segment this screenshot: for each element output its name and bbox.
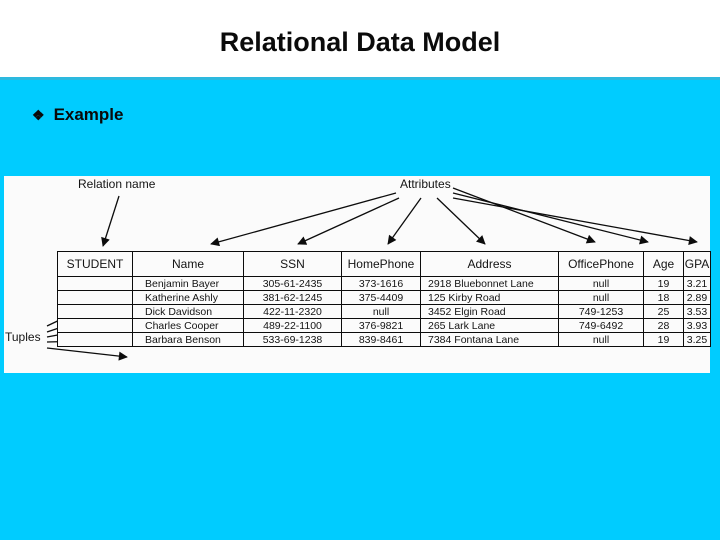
relation-name-cell: STUDENT [57, 251, 133, 277]
column-header-age: Age [643, 251, 684, 277]
cell-gpa: 2.89 [683, 290, 711, 305]
cell-address: 265 Lark Lane [420, 318, 559, 333]
cell-name: Barbara Benson [132, 332, 244, 347]
cell-gpa: 3.21 [683, 276, 711, 291]
cell-ssn: 489-22-1100 [243, 318, 342, 333]
spacer-cell [57, 318, 133, 333]
relation-name-label: Relation name [78, 177, 156, 191]
cell-officephone: null [558, 332, 644, 347]
attributes-label: Attributes [400, 177, 451, 191]
cell-name: Katherine Ashly [132, 290, 244, 305]
cell-homephone: null [341, 304, 421, 319]
cell-address: 7384 Fontana Lane [420, 332, 559, 347]
spacer-cell [57, 276, 133, 291]
cell-name: Dick Davidson [132, 304, 244, 319]
column-header-name: Name [132, 251, 244, 277]
cell-address: 2918 Bluebonnet Lane [420, 276, 559, 291]
cell-gpa: 3.93 [683, 318, 711, 333]
column-header-address: Address [420, 251, 559, 277]
cell-name: Charles Cooper [132, 318, 244, 333]
cell-ssn: 381-62-1245 [243, 290, 342, 305]
cell-gpa: 3.53 [683, 304, 711, 319]
cell-age: 28 [643, 318, 684, 333]
tuples-label: Tuples [5, 330, 41, 344]
cell-ssn: 533-69-1238 [243, 332, 342, 347]
cell-homephone: 839-8461 [341, 332, 421, 347]
cell-gpa: 3.25 [683, 332, 711, 347]
bullet-label: Example [53, 105, 124, 124]
spacer-cell [57, 304, 133, 319]
cell-ssn: 422-11-2320 [243, 304, 342, 319]
bullet-line: ❖ Example [32, 105, 124, 125]
cell-officephone: null [558, 290, 644, 305]
spacer-cell [57, 290, 133, 305]
cell-homephone: 375-4409 [341, 290, 421, 305]
column-header-gpa: GPA [683, 251, 711, 277]
column-header-officephone: OfficePhone [558, 251, 644, 277]
cell-name: Benjamin Bayer [132, 276, 244, 291]
cell-age: 18 [643, 290, 684, 305]
cell-officephone: 749-1253 [558, 304, 644, 319]
column-header-homephone: HomePhone [341, 251, 421, 277]
cell-officephone: null [558, 276, 644, 291]
cell-officephone: 749-6492 [558, 318, 644, 333]
slide-title: Relational Data Model [219, 27, 501, 57]
cell-age: 19 [643, 332, 684, 347]
cell-ssn: 305-61-2435 [243, 276, 342, 291]
cell-address: 125 Kirby Road [420, 290, 559, 305]
diamond-bullet-icon: ❖ [32, 107, 45, 124]
spacer-cell [57, 332, 133, 347]
column-header-ssn: SSN [243, 251, 342, 277]
cell-age: 19 [643, 276, 684, 291]
cell-homephone: 373-1616 [341, 276, 421, 291]
cell-age: 25 [643, 304, 684, 319]
cell-address: 3452 Elgin Road [420, 304, 559, 319]
cell-homephone: 376-9821 [341, 318, 421, 333]
